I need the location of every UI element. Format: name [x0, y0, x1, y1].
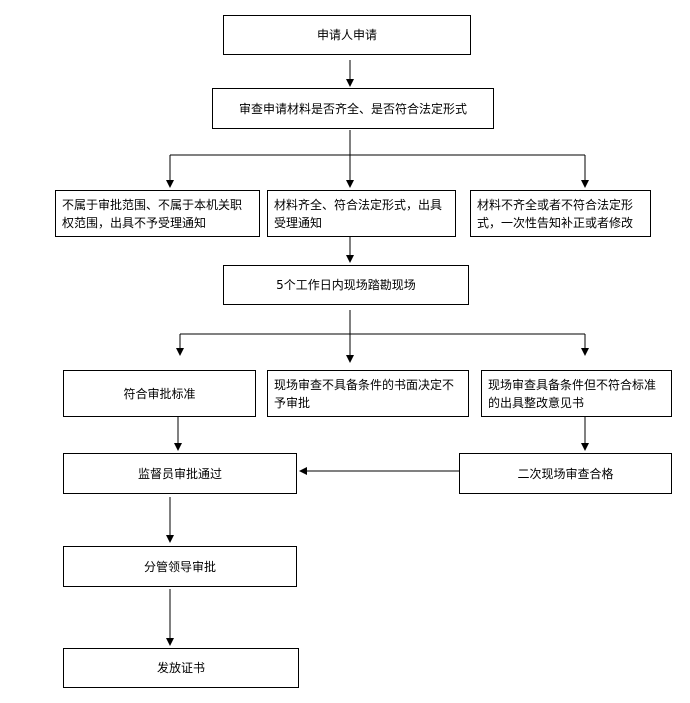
branch-supplement: 材料不齐全或者不符合法定形式，一次性告知补正或者修改 [470, 190, 651, 237]
step-site-inspection: 5个工作日内现场踏勘现场 [223, 265, 469, 305]
review-meets-standard: 符合审批标准 [63, 370, 256, 417]
review-rectification: 现场审查具备条件但不符合标准的出具整改意见书 [481, 370, 672, 417]
step-check-materials: 审查申请材料是否齐全、是否符合法定形式 [212, 88, 494, 129]
branch-accept: 材料齐全、符合法定形式，出具受理通知 [267, 190, 456, 237]
step-supervisor-approved: 监督员审批通过 [63, 453, 297, 494]
step-second-review-passed: 二次现场审查合格 [459, 453, 672, 494]
step-leader-approval: 分管领导审批 [63, 546, 297, 587]
review-not-approved: 现场审查不具备条件的书面决定不予审批 [267, 370, 469, 417]
step-issue-certificate: 发放证书 [63, 648, 299, 688]
step-apply: 申请人申请 [223, 15, 471, 55]
branch-reject: 不属于审批范围、不属于本机关职权范围，出具不予受理通知 [55, 190, 260, 237]
